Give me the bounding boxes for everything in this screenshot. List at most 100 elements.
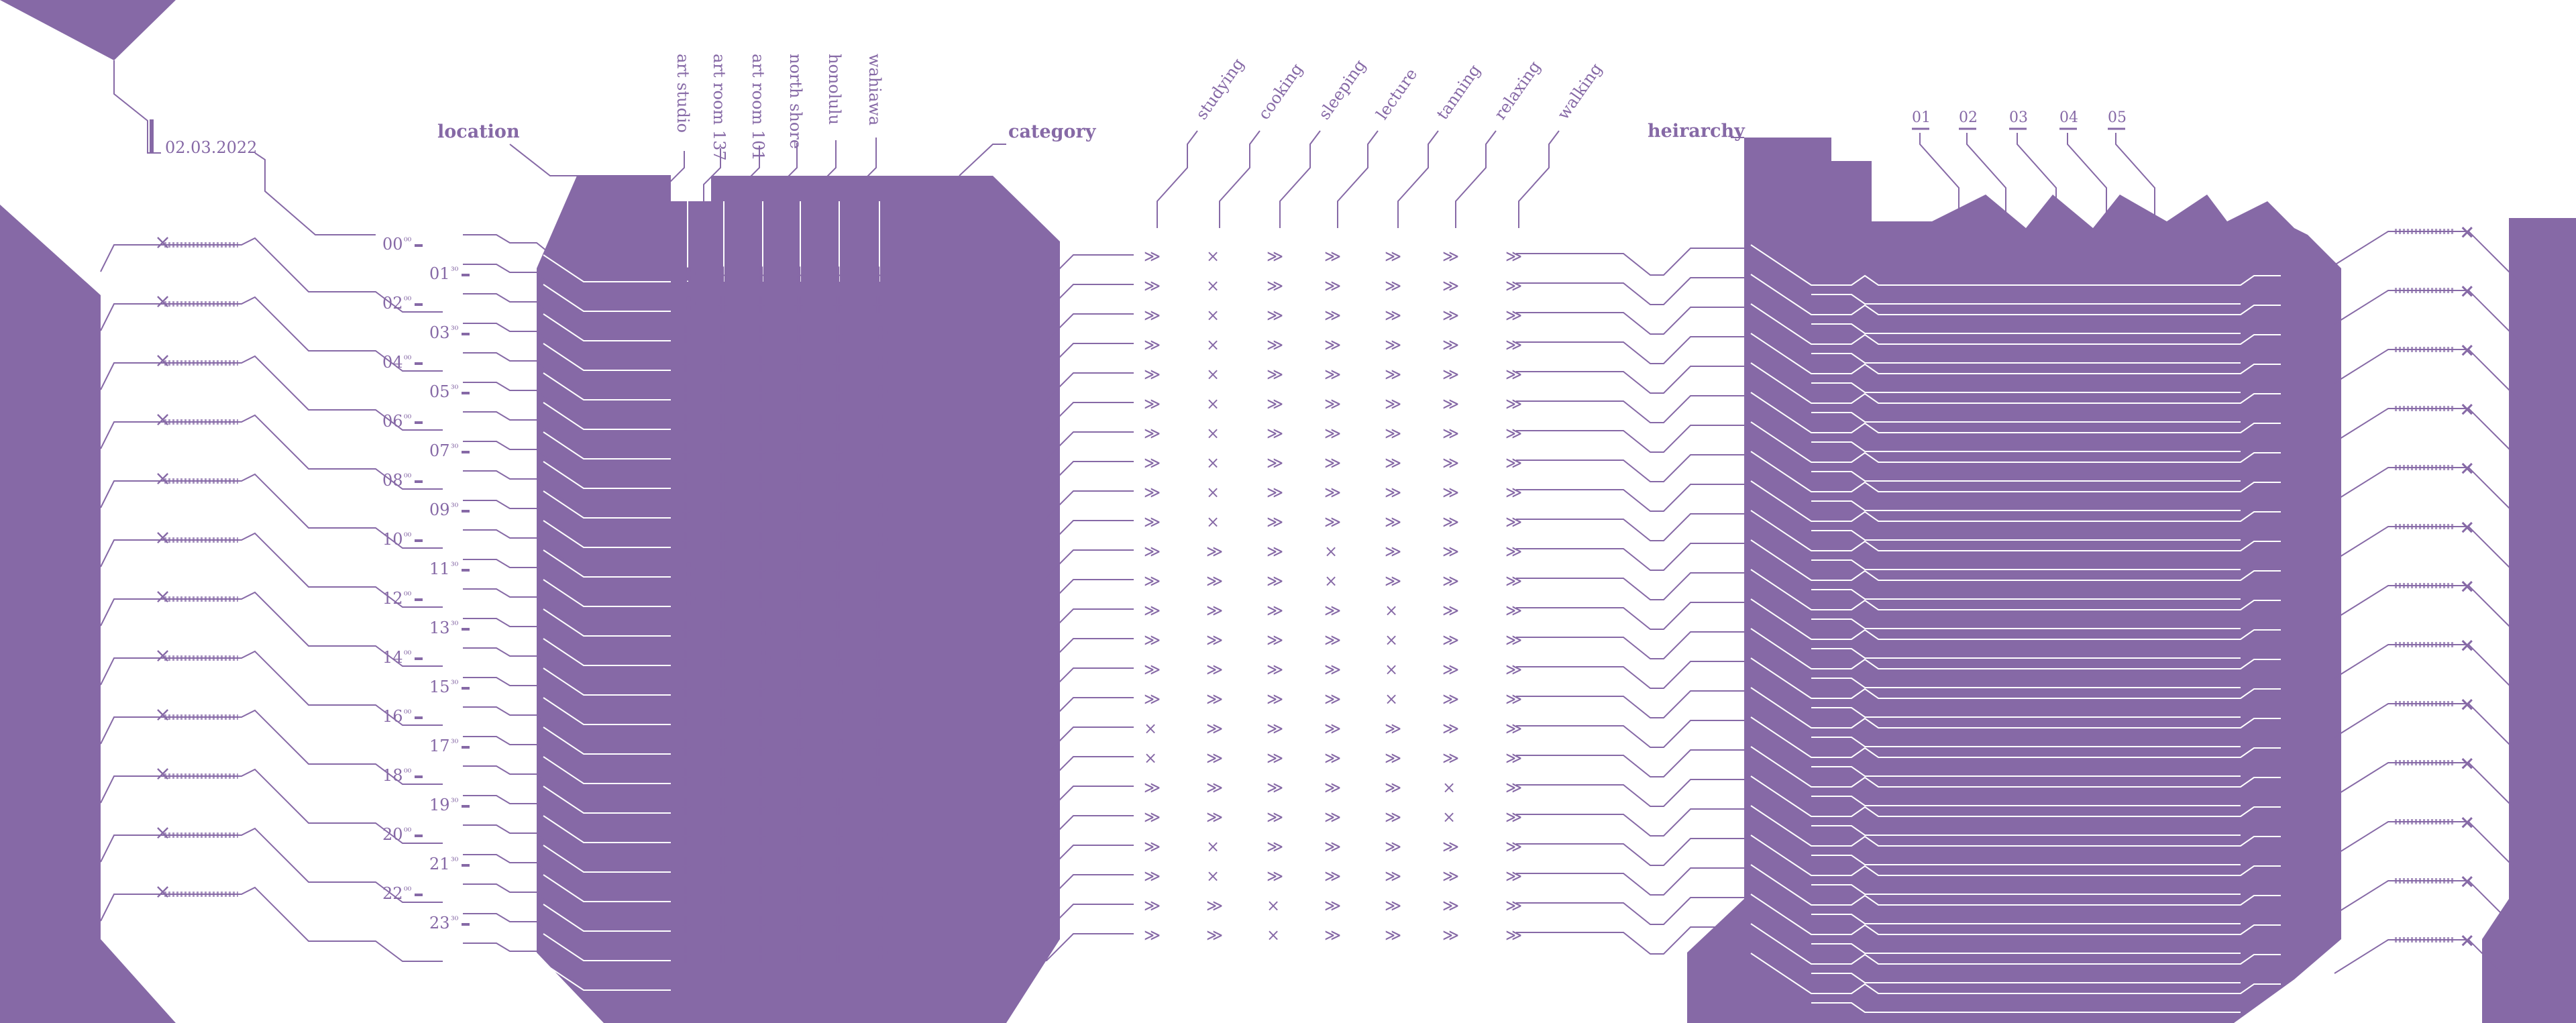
location-tick: ╫ — [717, 680, 727, 698]
hour-marker: ³⁰ — [451, 679, 459, 690]
hour-connector — [463, 470, 671, 512]
category-active-mark: × — [1206, 394, 1220, 413]
location-row-line — [543, 461, 671, 489]
hour-label: 18 — [382, 766, 403, 785]
hour-connector — [463, 529, 671, 571]
location-active-mark: ✚ — [833, 678, 848, 698]
location-tick: ╫ — [681, 680, 691, 698]
category-arrow: ≫ — [1505, 424, 1522, 443]
location-tick: ╫ — [833, 355, 843, 373]
category-arrow: ≫ — [1144, 365, 1161, 384]
category-arrow: ≫ — [1144, 542, 1161, 561]
hierarchy-row-line — [1811, 1002, 2241, 1013]
location-tick: ╫ — [756, 502, 766, 521]
location-active-mark: ✚ — [873, 383, 888, 403]
right-ladder-line — [2334, 408, 2523, 463]
location-tick: ╫ — [681, 384, 691, 402]
ladder-line — [100, 591, 443, 667]
category-label: cooking — [1254, 60, 1307, 123]
category-arrow: ≫ — [1324, 631, 1341, 649]
category-active-mark: × — [1324, 542, 1338, 561]
location-tick: ╫ — [717, 709, 727, 727]
hierarchy-row-line — [1750, 303, 2281, 345]
location-active-mark: ✚ — [873, 442, 888, 462]
category-arrow: ≫ — [1442, 660, 1459, 679]
right-ladder-x: × — [2459, 339, 2475, 361]
location-row-line — [543, 845, 671, 873]
location-row-line — [543, 284, 671, 312]
location-row-line — [543, 667, 671, 696]
category-arrow: ≫ — [1505, 601, 1522, 620]
hour-connector — [463, 618, 671, 659]
hour-label: 22 — [382, 884, 403, 903]
location-tick: ╫ — [794, 502, 804, 521]
category-connector — [993, 697, 1134, 725]
category-arrow: ≫ — [1206, 749, 1223, 767]
category-arrow: ≫ — [1442, 719, 1459, 738]
category-arrow: ≫ — [1324, 808, 1341, 826]
category-arrow: ≫ — [1144, 306, 1161, 325]
location-tick: ╫ — [833, 857, 843, 875]
category-active-mark: × — [1442, 808, 1456, 826]
location-tick: ╫ — [794, 886, 804, 904]
category-connector — [993, 845, 1134, 873]
location-tick: ╫ — [756, 384, 766, 402]
hierarchy-row-line — [1811, 766, 2241, 777]
category-connector — [993, 343, 1134, 371]
category-arrow: ≫ — [1206, 631, 1223, 649]
location-tick: ╫ — [873, 266, 883, 284]
location-active-mark: ✚ — [682, 560, 696, 580]
category-arrow: ≫ — [1505, 926, 1522, 945]
location-tick: ╫ — [873, 621, 883, 639]
background-shape — [0, 205, 176, 1023]
right-ladder-x: × — [2459, 634, 2475, 656]
category-exit-line — [1516, 513, 1744, 541]
location-tick: ╫ — [681, 443, 691, 462]
location-active-mark: ✚ — [833, 737, 848, 757]
hierarchy-row-line — [1750, 333, 2281, 374]
location-tick: ╫ — [794, 473, 804, 491]
category-arrow: ≫ — [1442, 572, 1459, 590]
category-arrow: ≫ — [1144, 572, 1161, 590]
category-arrow: ≫ — [1324, 601, 1341, 620]
category-connector — [993, 786, 1134, 814]
category-arrow: ≫ — [1324, 424, 1341, 443]
hierarchy-row-line — [1750, 746, 2281, 788]
hour-connector — [463, 559, 671, 600]
category-active-mark: × — [1206, 483, 1220, 502]
category-arrow: ≫ — [1442, 483, 1459, 502]
location-row-line — [543, 490, 671, 519]
location-tick: ╫ — [717, 945, 727, 963]
right-ladder-x: × — [2459, 929, 2475, 951]
location-tick: ╫ — [681, 827, 691, 845]
category-arrow: ≫ — [1267, 867, 1283, 885]
category-arrow: ≫ — [1442, 276, 1459, 295]
location-label: art room 137 — [710, 54, 729, 161]
hour-connector — [463, 588, 671, 630]
hour-label: 21 — [429, 855, 450, 873]
hierarchy-row-line — [1811, 412, 2241, 423]
category-leader — [959, 144, 1006, 176]
category-arrow: ≫ — [1505, 778, 1522, 797]
location-tick: ╫ — [794, 916, 804, 934]
category-arrow: ≫ — [1144, 867, 1161, 885]
category-arrow: ≫ — [1442, 513, 1459, 531]
category-active-mark: × — [1385, 660, 1398, 679]
hour-marker: ³⁰ — [451, 738, 459, 749]
category-arrow: ≫ — [1324, 306, 1341, 325]
location-tick: ╫ — [833, 473, 843, 491]
location-active-mark: ✚ — [757, 619, 771, 639]
location-tick: ╫ — [681, 414, 691, 432]
hour-connector — [463, 765, 671, 807]
location-active-mark: ✚ — [873, 944, 888, 964]
ladder-x: × — [154, 821, 171, 845]
hierarchy-row-line — [1750, 362, 2281, 404]
category-arrow: ≫ — [1324, 896, 1341, 915]
location-tick: ╫ — [873, 591, 883, 609]
location-tick: ╫ — [794, 443, 804, 462]
right-ladder-x: × — [2459, 575, 2475, 597]
location-tick: ╫ — [794, 266, 804, 284]
category-arrow: ≫ — [1267, 631, 1283, 649]
